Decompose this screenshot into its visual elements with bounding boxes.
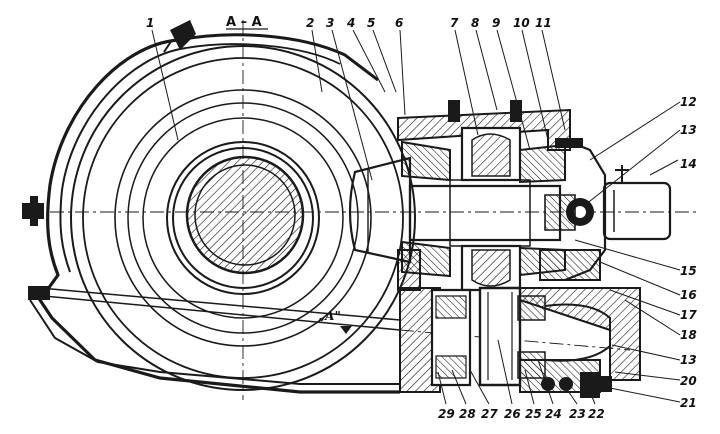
callout-17: 17	[680, 308, 697, 322]
callout-labels: 1 2 3 4 5 6 7 8 9 10 11 12 13 14 15 16 1…	[146, 16, 697, 421]
callout-7: 7	[450, 16, 459, 30]
callout-1: 1	[146, 16, 154, 30]
callout-22: 22	[588, 407, 605, 421]
upper-bearings	[401, 126, 566, 292]
pinion-shaft	[408, 179, 562, 247]
axle-hub-section	[185, 155, 305, 275]
sensor-unit	[602, 165, 672, 241]
crown-wheel-housing	[22, 20, 401, 394]
callout-21: 21	[680, 396, 697, 410]
section-title: А – А	[226, 15, 262, 30]
callout-4: 4	[346, 16, 355, 30]
callout-26: 26	[504, 407, 521, 421]
callout-6: 6	[395, 16, 403, 30]
view-marker-label: „А"	[318, 309, 341, 323]
callout-16: 16	[680, 288, 697, 302]
callout-15: 15	[680, 264, 697, 278]
callout-24: 24	[545, 407, 562, 421]
callout-18: 18	[680, 328, 697, 342]
callout-8: 8	[471, 16, 479, 30]
callout-10: 10	[513, 16, 530, 30]
callout-2: 2	[306, 16, 314, 30]
callout-25: 25	[525, 407, 542, 421]
callout-5: 5	[367, 16, 375, 30]
callout-20: 20	[680, 374, 697, 388]
callout-11: 11	[535, 16, 552, 30]
callout-9: 9	[492, 16, 500, 30]
callout-3: 3	[326, 16, 334, 30]
callout-12: 12	[680, 95, 697, 109]
right-cover	[544, 138, 607, 282]
bevel-pinion	[348, 156, 412, 264]
callout-14: 14	[680, 157, 697, 171]
view-arrow-a: „А"	[318, 309, 352, 334]
callout-29: 29	[438, 407, 455, 421]
callout-13-lower: 13	[680, 353, 697, 367]
lower-gears	[430, 286, 612, 398]
leader-lines	[151, 29, 681, 405]
callout-23: 23	[569, 407, 586, 421]
callout-13-upper: 13	[680, 123, 697, 137]
callout-28: 28	[459, 407, 476, 421]
callout-27: 27	[481, 407, 498, 421]
